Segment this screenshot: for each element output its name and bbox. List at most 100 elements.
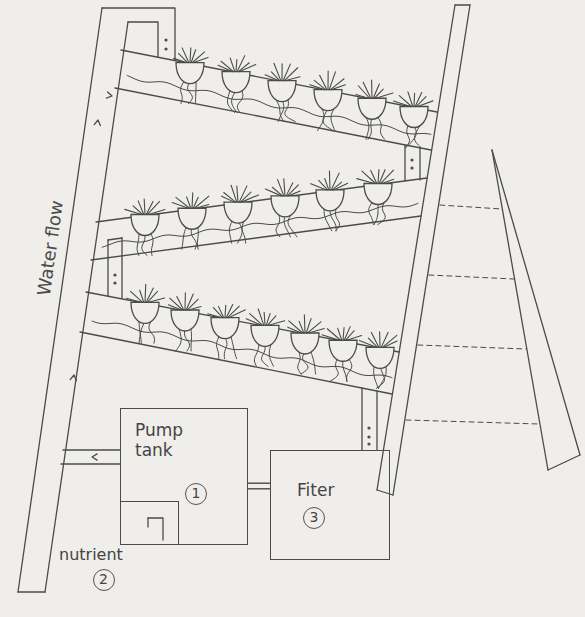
outlet-pipe — [63, 449, 120, 450]
connector-layer — [248, 486, 270, 487]
plant-root — [366, 117, 369, 139]
channel-pipe — [121, 50, 437, 112]
plant-leaf — [384, 341, 398, 347]
drain-pipe — [376, 391, 377, 450]
plant-leaf — [286, 77, 300, 81]
water-drop — [410, 158, 413, 161]
plant-leaf — [377, 170, 379, 184]
plant-leaf — [218, 306, 223, 317]
drain-pipe — [361, 388, 362, 450]
plant-root — [184, 329, 189, 351]
plant-leaf — [332, 85, 346, 90]
plant-root — [142, 233, 147, 255]
net-pot — [171, 310, 199, 331]
plant-leaf — [240, 65, 256, 72]
plant-root — [176, 329, 182, 351]
plant-leaf — [299, 321, 304, 333]
plant-leaf — [230, 58, 235, 71]
water-drop — [164, 38, 167, 41]
plant-leaf — [144, 284, 146, 302]
pump-symbol — [148, 518, 163, 540]
filter-box: Fiter 3 — [270, 450, 390, 560]
brace-line — [406, 420, 539, 424]
plant-root — [242, 221, 246, 243]
plant-leaf — [371, 170, 377, 183]
plant-leaf — [363, 82, 371, 98]
plant-root — [335, 209, 339, 231]
plant-leaf — [138, 201, 144, 215]
plant-root — [301, 352, 308, 374]
plant-leaf — [289, 191, 301, 196]
nutrient-compartment: nutrient2 — [121, 501, 179, 545]
plant-root — [231, 337, 237, 359]
plant-leaf — [382, 179, 394, 183]
flow-label: Water flow — [33, 199, 67, 297]
flow-arrow — [70, 375, 76, 381]
plant-leaf — [196, 204, 209, 208]
plant-root — [216, 337, 219, 359]
plant-leaf — [418, 101, 433, 107]
plant-leaf — [184, 293, 185, 310]
box-label: nutrient — [59, 546, 123, 564]
plant-leaf — [231, 185, 237, 202]
net-pot — [400, 106, 428, 127]
plant-leaf — [258, 309, 264, 325]
plant-root — [298, 352, 301, 374]
plant-root — [378, 203, 385, 225]
back-leg — [548, 455, 580, 470]
plant-leaf — [289, 321, 303, 333]
plant-leaf — [347, 335, 362, 340]
box-label: Pump tank — [135, 421, 193, 460]
plant-leaf — [125, 209, 142, 214]
net-pot — [251, 325, 279, 346]
net-pot — [316, 190, 344, 211]
plant-root — [232, 91, 238, 113]
plant-root — [182, 227, 186, 249]
frame-illustration — [18, 5, 580, 592]
plant-root — [269, 344, 273, 366]
net-pot — [329, 340, 357, 361]
pipe-channel — [248, 484, 270, 488]
water-drop — [367, 435, 370, 438]
net-pot — [131, 302, 159, 323]
plant-root — [197, 227, 199, 249]
plant-leaf — [334, 183, 348, 190]
plant-leaf — [413, 93, 415, 106]
plant-root — [278, 100, 284, 122]
net-pot — [271, 196, 299, 217]
callout-number: 3 — [303, 507, 325, 529]
flow-arrow — [106, 92, 112, 98]
net-pot — [268, 81, 296, 102]
plant-leaf — [149, 298, 165, 302]
plant-root — [191, 227, 196, 249]
water-drop — [367, 426, 370, 429]
plant-leaf — [343, 328, 344, 341]
water-line — [102, 203, 418, 247]
plant-leaf — [194, 57, 208, 62]
back-leg — [492, 150, 548, 470]
callout-number: 2 — [93, 569, 115, 591]
plant-leaf — [242, 195, 259, 202]
callout-number: 1 — [185, 483, 207, 505]
box-label: Fiter — [297, 481, 334, 501]
plant-leaf — [140, 290, 144, 302]
plant-leaf — [274, 63, 281, 80]
plant-root — [195, 82, 197, 104]
plant-root — [288, 215, 297, 237]
plant-root — [137, 233, 139, 255]
plant-leaf — [237, 186, 238, 202]
flow-arrow — [94, 120, 100, 126]
rail-foot — [18, 591, 45, 592]
plant-root — [276, 100, 284, 122]
plant-leaf — [144, 199, 146, 215]
pump-tank-box: Pump tank 1 nutrient2 — [120, 408, 248, 545]
plant-root — [229, 221, 232, 243]
plant-leaf — [371, 333, 378, 348]
plant-root — [347, 359, 352, 381]
plant-leaf — [191, 193, 193, 208]
net-pot — [178, 208, 206, 229]
post-cap — [455, 4, 470, 5]
plant-root — [331, 109, 335, 131]
